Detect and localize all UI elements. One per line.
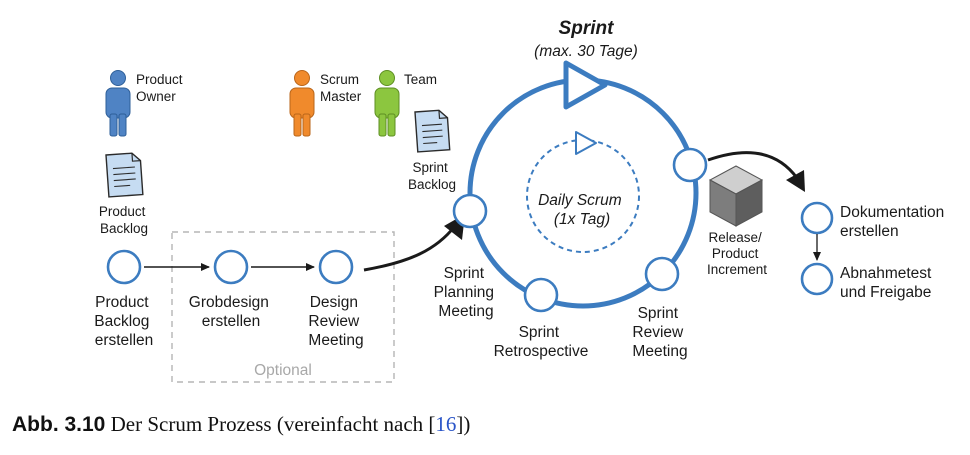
caption-reference-link[interactable]: 16 [435,412,457,436]
sprint-direction-arrow-icon [563,60,608,110]
product-backlog-label: Product Backlog [99,204,149,236]
scrum-process-diagram: Sprint (max. 30 Tage) Product Owner Scru… [94,18,949,383]
product-backlog-erstellen-node [106,249,142,285]
product-backlog-document-icon [105,152,144,198]
sprint-planning-node [452,193,488,229]
release-box-icon [708,165,764,227]
sprint-planning-label: Sprint Planning Meeting [434,265,499,320]
caption-text-end: ]) [456,412,471,436]
daily-direction-arrow-icon [575,131,597,155]
sprint-backlog-label: Sprint Backlog [408,160,456,192]
sprint-backlog-document-icon [414,109,451,153]
sprint-review-label: Sprint Review Meeting [632,305,687,360]
release-node [672,147,708,183]
design-review-meeting-label: Design Review Meeting [308,294,363,349]
arrow-into-sprint [363,225,457,272]
release-increment-label: Release/ Product Increment [707,230,767,277]
sprint-title: Sprint [559,18,615,39]
abnahmetest-label: Abnahmetest und Freigabe [840,265,936,301]
team-label: Team [404,72,437,87]
figure-caption: Abb. 3.10 Der Scrum Prozess (vereinfacht… [12,412,470,437]
dokumentation-label: Dokumentation erstellen [840,204,949,240]
arrow-out-of-sprint [707,151,799,179]
team-person-icon [374,70,400,137]
abnahmetest-node [800,262,834,296]
scrum-master-label: Scrum Master [320,72,363,104]
design-review-meeting-node [318,249,354,285]
arrow-out-of-sprint-head [786,170,805,192]
optional-label: Optional [254,362,312,379]
scrum-master-person-icon [289,70,315,137]
sprint-retrospective-label: Sprint Retrospective [494,324,589,360]
sprint-retrospective-node [523,277,559,313]
product-owner-person-icon [105,70,131,137]
product-owner-label: Product Owner [136,72,186,104]
caption-text: Der Scrum Prozess (vereinfacht nach [ [110,412,436,436]
dokumentation-node [800,201,834,235]
grobdesign-erstellen-node [213,249,249,285]
daily-scrum-label: Daily Scrum (1x Tag) [538,192,626,228]
sprint-subtitle: (max. 30 Tage) [534,43,638,60]
sprint-review-node [644,256,680,292]
caption-number: Abb. 3.10 [12,413,106,436]
optional-box [171,231,395,383]
product-backlog-erstellen-label: Product Backlog erstellen [94,294,153,349]
grobdesign-erstellen-label: Grobdesign erstellen [189,294,273,330]
